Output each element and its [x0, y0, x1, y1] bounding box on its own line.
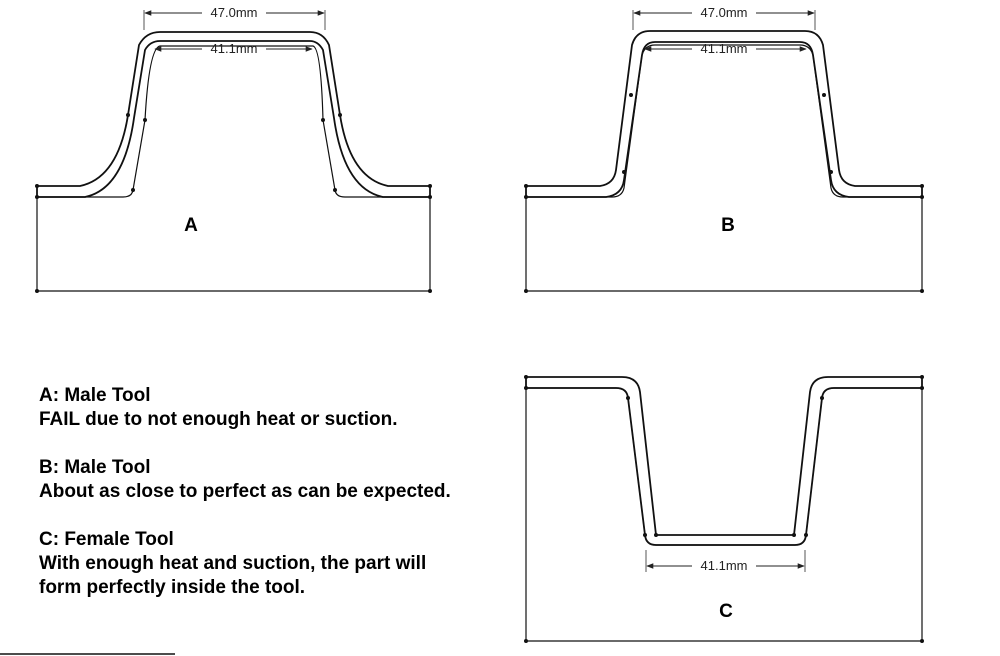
dimension-label: 41.1mm [211, 41, 258, 56]
legend-description-line: With enough heat and suction, the part w… [39, 553, 427, 574]
legend-entry-b: B: Male Tool About as close to perfect a… [39, 456, 519, 504]
diagram-label-b: B [721, 215, 735, 236]
vertex-markers [524, 93, 924, 293]
dimension-label: 41.1mm [701, 41, 748, 56]
legend-title: A: Male Tool [39, 385, 151, 406]
legend-description: About as close to perfect as can be expe… [39, 481, 451, 502]
legend-entry-a: A: Male Tool FAIL due to not enough heat… [39, 384, 519, 432]
dimension-47-b: 47.0mm [632, 5, 816, 30]
legend-entry-c: C: Female Tool With enough heat and suct… [39, 528, 519, 600]
legend-description: FAIL due to not enough heat or suction. [39, 409, 398, 430]
diagram-label-c: C [719, 601, 733, 622]
vertex-markers [524, 375, 924, 643]
dimension-41-c: 41.1mm [645, 550, 806, 573]
legend-title: B: Male Tool [39, 457, 151, 478]
vertex-markers [35, 113, 432, 293]
dimension-label: 41.1mm [701, 558, 748, 573]
diagram-label-a: A [184, 215, 198, 236]
legend-title: C: Female Tool [39, 529, 174, 550]
legend: A: Male Tool FAIL due to not enough heat… [39, 384, 519, 624]
formed-sheet [36, 31, 431, 198]
dimension-label: 47.0mm [701, 5, 748, 20]
dimension-41-a: 41.1mm [154, 41, 313, 56]
dimension-label: 47.0mm [211, 5, 258, 20]
dimension-47-a: 47.0mm [143, 5, 326, 30]
dimension-41-b: 41.1mm [644, 41, 807, 56]
formed-sheet [525, 376, 923, 546]
male-tool-outline [36, 45, 431, 292]
male-tool-outline [525, 44, 923, 292]
diagram-b: 47.0mm 41.1mm B [524, 5, 924, 293]
diagram-a: 47.0mm 41.1mm A [35, 5, 432, 293]
legend-description-line: form perfectly inside the tool. [39, 577, 306, 598]
diagram-c: 41.1mm C [524, 375, 924, 643]
